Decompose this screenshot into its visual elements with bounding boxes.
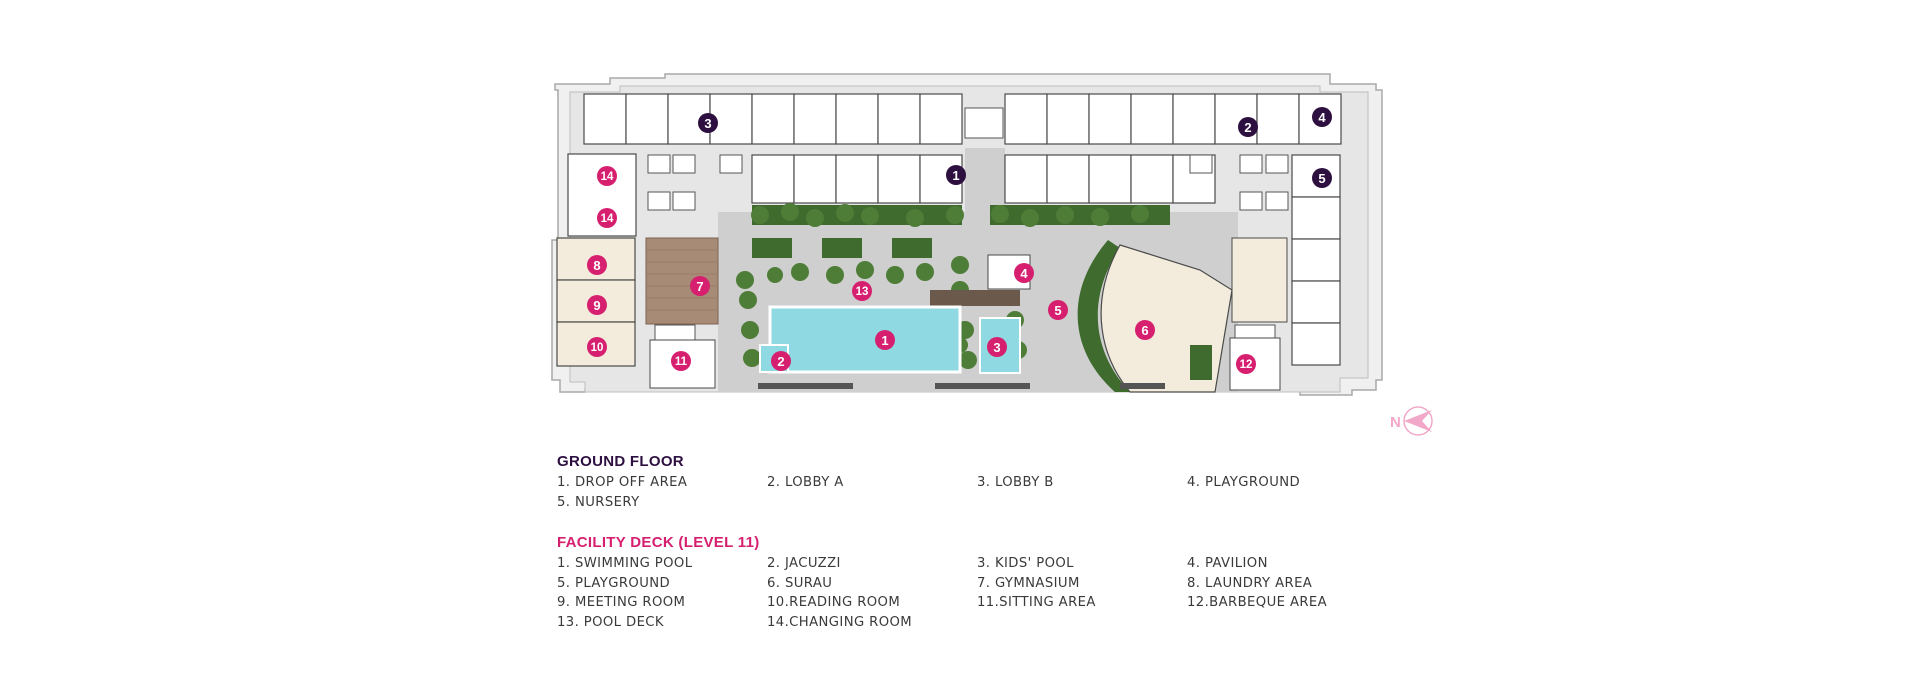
facility-marker-8: 8	[587, 255, 607, 275]
unit-row-top-right	[1004, 93, 1342, 145]
facility-marker-11: 11	[671, 351, 691, 371]
legend-item: 4. PAVILION	[1187, 556, 1268, 571]
swimming-pool	[768, 305, 962, 374]
legend-item: 7. GYMNASIUM	[977, 575, 1080, 591]
unit-row-second	[751, 154, 1216, 204]
gymnasium-deck-boards	[646, 249, 718, 311]
unit-column-right	[1291, 154, 1341, 366]
marker-label: 14	[601, 213, 614, 225]
right-wing-room	[1231, 237, 1288, 323]
lift-cores	[647, 154, 1289, 211]
marker-label: 1	[881, 333, 888, 348]
facility-marker-10: 10	[587, 337, 607, 357]
legend-item: 13. POOL DECK	[557, 614, 664, 630]
facility-marker-7: 7	[690, 276, 710, 296]
marker-label: 5	[1318, 171, 1325, 186]
marker-label: 10	[591, 342, 604, 354]
marker-label: 8	[593, 258, 600, 273]
legend-item: 2. JACUZZI	[767, 556, 841, 571]
marker-label: 9	[593, 298, 600, 313]
surau-greenery	[1077, 240, 1130, 392]
legend-item: 8. LAUNDRY AREA	[1187, 575, 1313, 591]
ground-floor-title: GROUND FLOOR	[557, 453, 684, 470]
marker-label: 12	[1240, 359, 1253, 371]
legend-item: 9. MEETING ROOM	[557, 595, 686, 610]
facility-deck-items: 1. SWIMMING POOL 2. JACUZZI 3. KIDS' POO…	[557, 556, 1357, 631]
legend-item: 10.READING ROOM	[767, 595, 901, 610]
marker-label: 6	[1141, 323, 1148, 338]
legend-item: 3. LOBBY B	[977, 475, 1054, 490]
marker-label: 5	[1054, 303, 1061, 318]
marker-label: 2	[777, 354, 784, 369]
legend-item: 4. PLAYGROUND	[1187, 475, 1301, 490]
unit-row-top-left	[583, 93, 963, 145]
compass-letter: N	[1390, 414, 1401, 431]
ground-floor-items: 1. DROP OFF AREA 2. LOBBY A 3. LOBBY B 4…	[557, 475, 1357, 511]
legend-item: 2. LOBBY A	[767, 475, 844, 490]
legend-item: 1. DROP OFF AREA	[557, 475, 688, 490]
pool-deck	[930, 290, 1020, 306]
facility-marker-13: 13	[852, 281, 872, 301]
facility-marker-12: 12	[1236, 354, 1256, 374]
legend-item: 5. NURSERY	[557, 494, 640, 510]
marker-label: 1	[952, 168, 959, 183]
marker-label: 14	[601, 171, 614, 183]
legend-item: 1. SWIMMING POOL	[557, 556, 693, 571]
marker-label: 3	[704, 116, 711, 131]
bbq-greenery	[1190, 345, 1212, 380]
facility-marker-3: 3	[987, 337, 1007, 357]
legend-item: 12.BARBEQUE AREA	[1187, 595, 1328, 610]
bottom-hedges	[758, 383, 1165, 389]
ground-floor-marker-5: 5	[1312, 168, 1332, 188]
facility-deck-title: FACILITY DECK (LEVEL 11)	[557, 534, 760, 551]
ground-floor-marker-1: 1	[946, 165, 966, 185]
legend-item: 14.CHANGING ROOM	[767, 614, 913, 630]
site-plan: 1 2 3 4 5 1 2 3 4 5 6 7	[551, 73, 1433, 436]
facility-marker-2: 2	[771, 351, 791, 371]
marker-label: 11	[675, 356, 688, 368]
facility-marker-5: 5	[1048, 300, 1068, 320]
ground-floor-marker-4: 4	[1312, 107, 1332, 127]
ground-floor-marker-2: 2	[1238, 117, 1258, 137]
facility-marker-14a: 14	[597, 166, 617, 186]
facility-deck-legend: FACILITY DECK (LEVEL 11) 1. SWIMMING POO…	[557, 534, 1357, 631]
north-compass-icon: N	[1390, 406, 1433, 436]
legend-item: 6. SURAU	[767, 575, 833, 591]
facility-marker-14b: 14	[597, 208, 617, 228]
facility-marker-4: 4	[1014, 263, 1034, 283]
legend-item: 3. KIDS' POOL	[977, 556, 1074, 571]
marker-label: 13	[856, 286, 869, 298]
marker-label: 2	[1244, 120, 1251, 135]
ground-floor-legend: GROUND FLOOR 1. DROP OFF AREA 2. LOBBY A…	[557, 453, 1357, 511]
legend-item: 11.SITTING AREA	[977, 595, 1096, 610]
ground-floor-marker-3: 3	[698, 113, 718, 133]
facility-marker-1: 1	[875, 330, 895, 350]
facility-marker-9: 9	[587, 295, 607, 315]
facility-marker-6: 6	[1135, 320, 1155, 340]
marker-label: 4	[1318, 110, 1326, 125]
marker-label: 4	[1020, 266, 1028, 281]
legend-item: 5. PLAYGROUND	[557, 575, 671, 591]
marker-label: 3	[993, 340, 1000, 355]
marker-label: 7	[696, 279, 703, 294]
